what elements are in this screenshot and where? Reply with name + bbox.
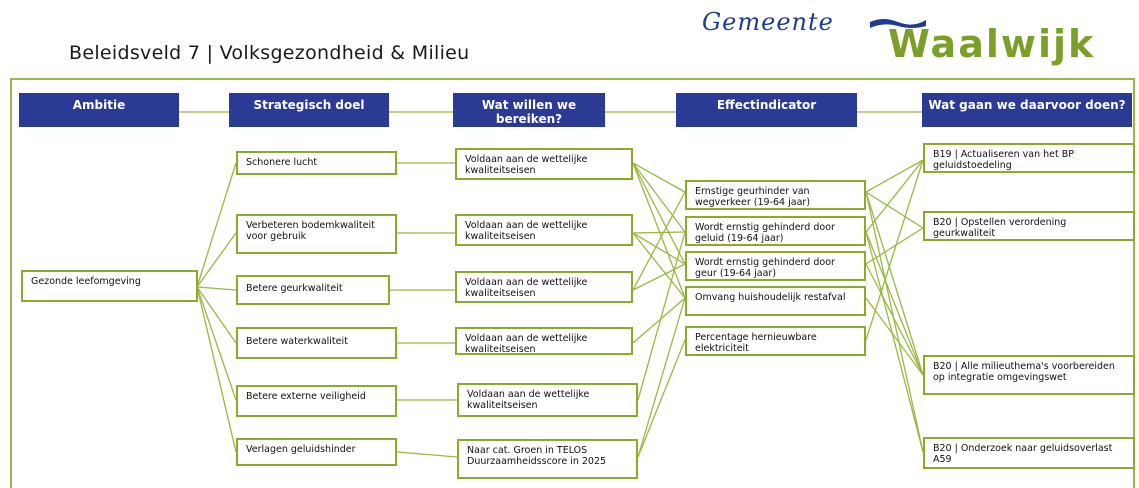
node-doel: Schonere lucht [236,151,397,175]
node-bereiken: Voldaan aan de wettelijke kwaliteitseise… [455,214,633,246]
node-actie: B20 | Alle milieuthema's voorbereiden op… [923,355,1135,395]
node-doel: Betere waterkwaliteit [236,327,397,359]
node-bereiken: Voldaan aan de wettelijke kwaliteitseise… [455,271,633,303]
header-strategisch-doel: Strategisch doel [229,93,389,127]
logo-wave-icon [870,19,926,28]
node-actie: B20 | Onderzoek naar geluidsoverlast A59 [923,437,1135,469]
logo-gemeente-text: Gemeente [702,8,834,36]
node-doel: Verlagen geluidshinder [236,438,397,466]
header-wat-gaan-we-doen: Wat gaan we daarvoor doen? [922,93,1132,127]
header-wat-willen-we-bereiken: Wat willen we bereiken? [453,93,605,127]
node-bereiken: Naar cat. Groen in TELOS Duurzaamheidssc… [457,439,638,479]
node-effectindicator: Percentage hernieuwbare elektriciteit [685,326,866,356]
node-bereiken: Voldaan aan de wettelijke kwaliteitseise… [455,327,633,355]
node-doel: Betere externe veiligheid [236,385,397,417]
node-effectindicator: Wordt ernstig gehinderd door geur (19-64… [685,251,866,281]
node-effectindicator: Wordt ernstig gehinderd door geluid (19-… [685,216,866,246]
node-bereiken: Voldaan aan de wettelijke kwaliteitseise… [457,383,638,417]
node-actie: B20 | Opstellen verordening geurkwalitei… [923,211,1135,241]
node-actie: B19 | Actualiseren van het BP geluidstoe… [923,143,1135,173]
diagram-frame [10,78,1135,488]
gemeente-waalwijk-logo: Gemeente Waalwijk [700,6,1136,70]
page-title: Beleidsveld 7 | Volksgezondheid & Milieu [69,42,470,64]
logo-waalwijk-text: Waalwijk [888,22,1096,66]
node-effectindicator: Omvang huishoudelijk restafval [685,286,866,316]
header-ambitie: Ambitie [19,93,179,127]
node-doel: Betere geurkwaliteit [236,275,390,305]
node-bereiken: Voldaan aan de wettelijke kwaliteitseise… [455,148,633,180]
node-ambitie: Gezonde leefomgeving [21,270,198,302]
node-doel: Verbeteren bodemkwaliteit voor gebruik [236,214,397,254]
header-effectindicator: Effectindicator [676,93,857,127]
node-effectindicator: Ernstige geurhinder van wegverkeer (19-6… [685,180,866,210]
